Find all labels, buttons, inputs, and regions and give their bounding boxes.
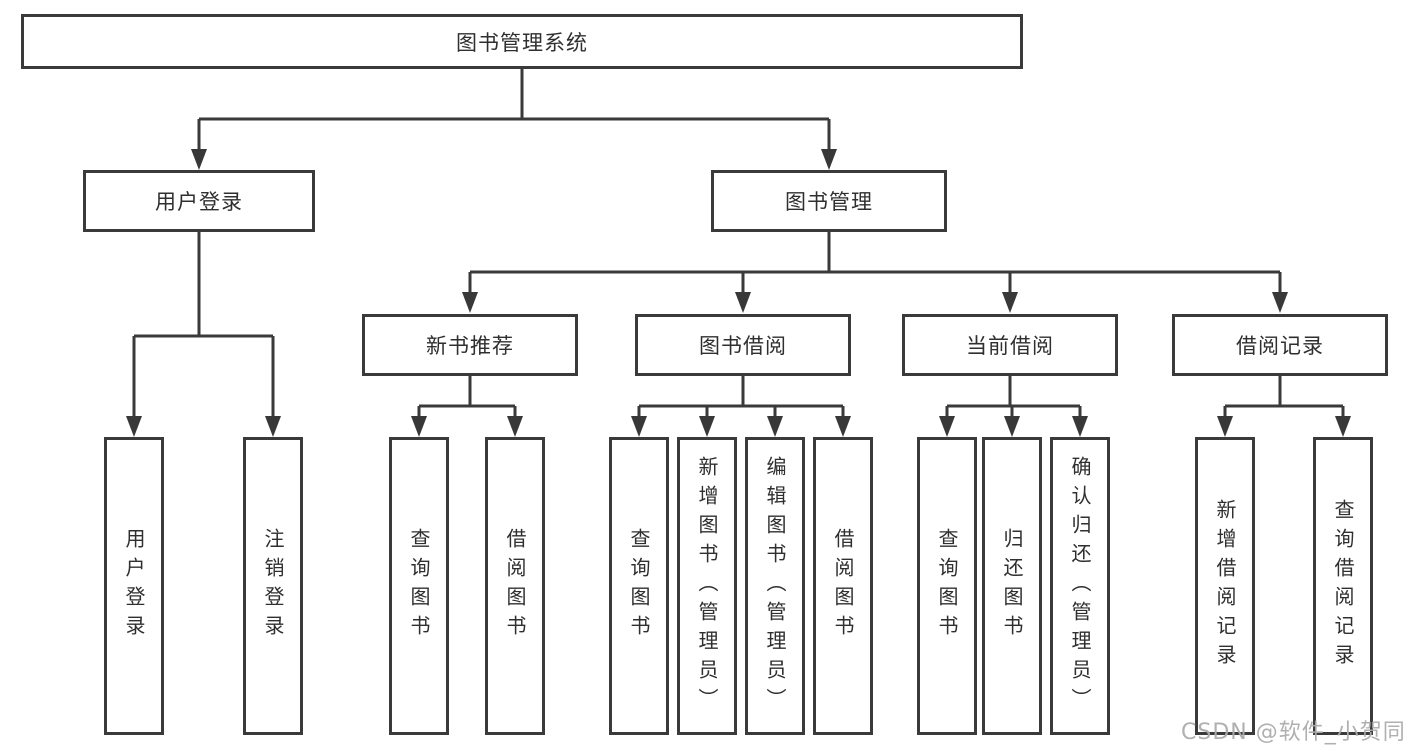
connector-borrow-records-to-leaves: [1217, 376, 1351, 437]
leaf-cb-return-books: 归还图书: [982, 437, 1042, 735]
leaf-bb-add-books-admin-label: 新增图书（管理员）: [695, 455, 719, 717]
leaf-br-add-record-label: 新增借阅记录: [1213, 499, 1237, 673]
leaf-bb-query-books: 查询图书: [609, 437, 669, 735]
leaf-cb-confirm-return-admin: 确认归还（管理员）: [1050, 437, 1110, 735]
leaf-bb-query-books-label: 查询图书: [627, 528, 651, 644]
node-new-book-recommend: 新书推荐: [362, 314, 578, 376]
leaf-nb-query-books-label: 查询图书: [407, 528, 431, 644]
leaf-bb-add-books-admin: 新增图书（管理员）: [677, 437, 737, 735]
leaf-logout: 注销登录: [243, 437, 303, 735]
connector-book-management-to-level3: [462, 232, 1288, 313]
leaf-nb-borrow-books: 借阅图书: [485, 437, 545, 735]
node-root: 图书管理系统: [21, 14, 1023, 69]
leaf-nb-borrow-books-label: 借阅图书: [503, 528, 527, 644]
leaf-logout-label: 注销登录: [261, 528, 285, 644]
leaf-cb-query-books-label: 查询图书: [935, 528, 959, 644]
connector-book-borrow-to-leaves: [631, 376, 851, 437]
leaf-cb-confirm-return-admin-label: 确认归还（管理员）: [1068, 455, 1092, 717]
connector-root-to-level2: [191, 69, 837, 170]
leaf-user-login: 用户登录: [104, 437, 164, 735]
leaf-bb-borrow-books-label: 借阅图书: [831, 528, 855, 644]
node-current-borrow: 当前借阅: [902, 314, 1118, 376]
leaf-br-query-record: 查询借阅记录: [1313, 437, 1373, 735]
leaf-bb-borrow-books: 借阅图书: [813, 437, 873, 735]
node-book-management: 图书管理: [711, 170, 947, 232]
leaf-br-query-record-label: 查询借阅记录: [1331, 499, 1355, 673]
leaf-user-login-label: 用户登录: [122, 528, 146, 644]
node-user-login: 用户登录: [83, 170, 315, 232]
node-borrow-records: 借阅记录: [1172, 314, 1388, 376]
csdn-watermark: CSDN @软件_小贺同学: [1181, 720, 1405, 745]
leaf-bb-edit-books-admin: 编辑图书（管理员）: [745, 437, 805, 735]
leaf-cb-return-books-label: 归还图书: [1000, 528, 1024, 644]
connector-new-book-recommend-to-leaves: [411, 376, 523, 437]
leaf-br-add-record: 新增借阅记录: [1195, 437, 1255, 735]
leaf-cb-query-books: 查询图书: [917, 437, 977, 735]
node-book-borrow: 图书借阅: [635, 314, 851, 376]
connector-user-login-to-leaves: [126, 232, 281, 437]
leaf-nb-query-books: 查询图书: [389, 437, 449, 735]
leaf-bb-edit-books-admin-label: 编辑图书（管理员）: [763, 455, 787, 717]
connector-current-borrow-to-leaves: [939, 376, 1088, 437]
